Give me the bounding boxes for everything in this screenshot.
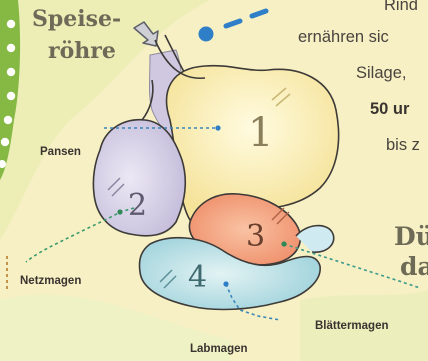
side-big-line1: Dü [394,222,428,251]
side-text-line3: Silage, [356,64,406,83]
side-text-line5: bis z [386,136,420,155]
side-text-line4: 50 ur [370,100,409,119]
side-text-line2: ernähren sic [298,28,389,47]
arrow-dot [199,27,214,42]
number-2: 2 [128,188,147,223]
number-1: 1 [248,110,273,156]
side-big-line2: da [400,252,428,281]
esophagus-label-line1: Speise- [32,6,121,32]
label-labmagen: Labmagen [190,343,248,355]
esophagus-label-line2: röhre [48,38,116,64]
number-3: 3 [246,219,265,254]
side-text-line1: Rind [384,0,418,15]
label-netzmagen: Netzmagen [20,275,81,287]
label-blaettermagen: Blättermagen [315,320,389,332]
number-4: 4 [188,260,207,295]
label-pansen: Pansen [40,146,81,158]
